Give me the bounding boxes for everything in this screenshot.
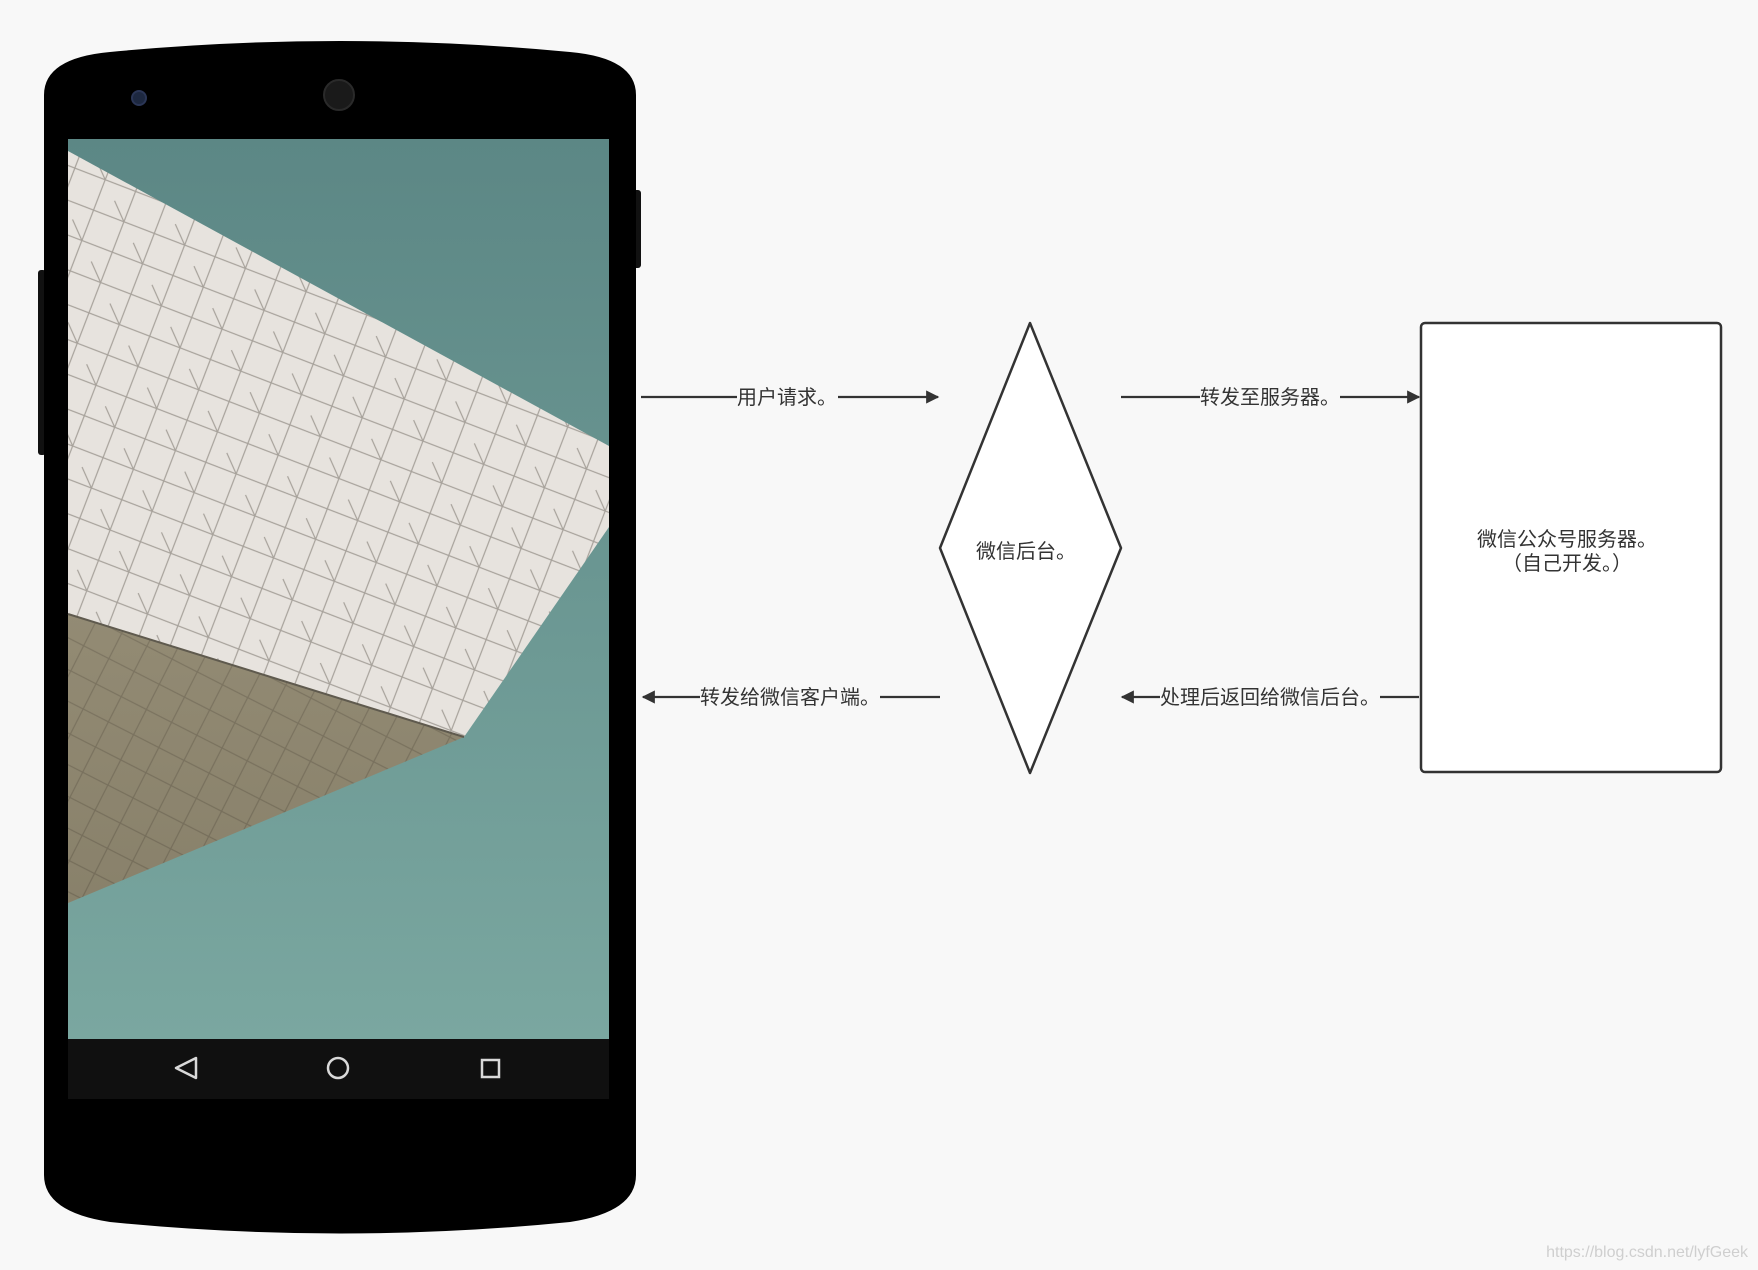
edge-return-to-backend: 处理后返回给微信后台。 <box>1120 683 1419 711</box>
speaker-grille-icon <box>323 79 355 111</box>
edge-forward-to-server-label-bg <box>1200 383 1340 411</box>
edge-return-to-backend-label: 处理后返回给微信后台。 <box>1160 685 1380 709</box>
phone-nav-bar <box>68 1039 609 1099</box>
phone-screen <box>67 139 609 1099</box>
back-triangle-icon[interactable] <box>174 1056 198 1080</box>
node-wechat-backend: 微信后台。 <box>938 321 1123 775</box>
edge-return-to-backend-label-bg <box>1160 683 1380 711</box>
wallpaper-building-edge <box>67 613 465 738</box>
wallpaper-building-shadow-tint <box>68 614 464 903</box>
edge-user-request: 用户请求。 <box>641 383 940 411</box>
wallpaper-building-facade <box>68 151 609 737</box>
official-account-server-label-line2: （自己开发。） <box>1502 551 1632 575</box>
official-account-server-box <box>1419 321 1723 774</box>
wechat-backend-diamond <box>938 321 1123 775</box>
front-camera-icon <box>131 90 147 106</box>
edge-forward-to-client-label: 转发给微信客户端。 <box>700 685 880 709</box>
edge-forward-to-server-label: 转发至服务器。 <box>1200 385 1340 409</box>
edge-forward-to-server: 转发至服务器。 <box>1121 383 1421 411</box>
watermark: https://blog.csdn.net/lyfGeek <box>1546 1244 1748 1261</box>
edge-forward-to-client: 转发给微信客户端。 <box>641 683 940 711</box>
official-account-server-label-line1: 微信公众号服务器。 <box>1477 527 1657 551</box>
wechat-backend-label: 微信后台。 <box>976 539 1076 563</box>
edge-user-request-label: 用户请求。 <box>737 385 837 409</box>
edge-forward-to-client-label-bg <box>700 683 880 711</box>
recents-square-icon[interactable] <box>480 1058 501 1079</box>
phone-mockup <box>38 41 641 1234</box>
edge-user-request-label-bg <box>737 383 838 411</box>
node-official-account-server: 微信公众号服务器。 （自己开发。） <box>1419 321 1723 774</box>
home-circle-icon[interactable] <box>326 1056 350 1080</box>
